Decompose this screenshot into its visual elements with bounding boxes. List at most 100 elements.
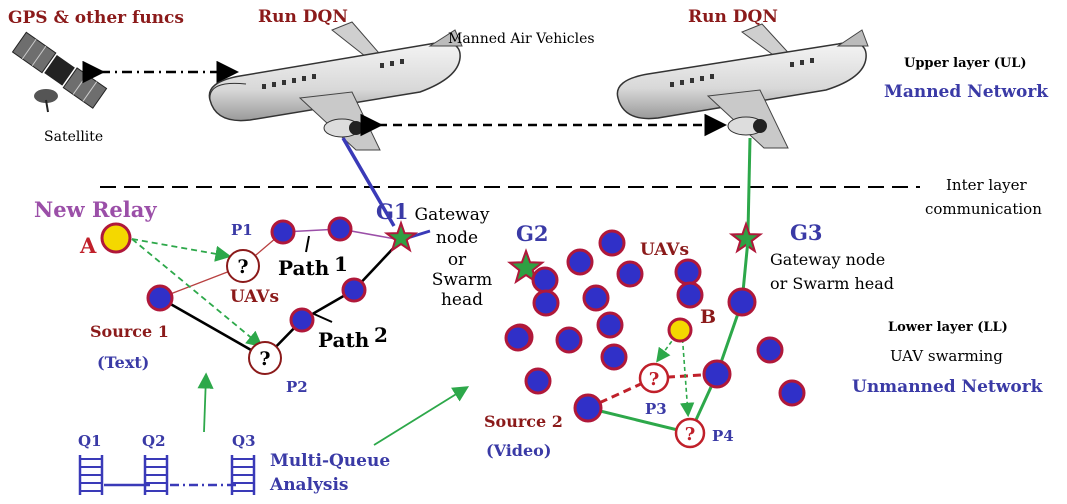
swarm-uav-node: [756, 336, 784, 364]
path-2-number: 2: [374, 323, 388, 347]
queue-stack-icon: [230, 455, 256, 495]
p3-candidate-node: [638, 362, 670, 394]
lower-layer-label: Lower layer (LL): [888, 320, 1008, 335]
run-dqn-left-label: Run DQN: [258, 7, 348, 27]
gateway-mid-line-5: head: [441, 290, 483, 310]
p3-question-mark: ?: [649, 369, 660, 390]
uav-node: [289, 307, 315, 333]
q3-label: Q3: [232, 432, 256, 450]
run-dqn-right-label: Run DQN: [688, 7, 778, 27]
p2-question-mark: ?: [259, 348, 270, 370]
swarm-uav-node: [531, 266, 559, 294]
relay-b-label: B: [700, 306, 716, 328]
unmanned-network-label: Unmanned Network: [852, 377, 1044, 397]
queue-stack-icon: [78, 455, 104, 495]
swarm-uav-node: [616, 260, 644, 288]
swarm-uav-node: [596, 311, 624, 339]
relay-arrow-p2: [131, 238, 263, 348]
uav-node: [727, 287, 757, 317]
p3-label: P3: [645, 400, 667, 418]
manned-network-label: Manned Network: [884, 82, 1049, 102]
p1-label: P1: [231, 221, 253, 239]
right-airplane-icon: [616, 23, 869, 149]
uavs-right-label: UAVs: [640, 240, 689, 260]
satellite-label: Satellite: [44, 129, 103, 145]
satellite-icon: [11, 31, 108, 113]
swarm-uav-node: [598, 229, 626, 257]
swarm-uav-node: [778, 379, 806, 407]
uavs-left-label: UAVs: [230, 287, 279, 307]
g1-uplink: [341, 137, 396, 227]
swarm-uav-node: [676, 281, 704, 309]
new-relay-label: New Relay: [34, 197, 157, 222]
inter-layer-label-1: Inter layer: [946, 176, 1028, 194]
multi-queue-label-1: Multi-Queue: [270, 451, 390, 471]
multi-queue-icon: [78, 455, 256, 495]
uav-swarming-label: UAV swarming: [890, 347, 1003, 365]
source-2-node: [573, 393, 603, 423]
gateway-right-line-2: or Swarm head: [770, 274, 894, 293]
source-1-node: [146, 284, 174, 312]
gateway-mid-line-4: Swarm: [432, 270, 493, 290]
swarm-uav-node: [582, 284, 610, 312]
q1-label: Q1: [78, 432, 102, 450]
swarm-uav-node: [532, 289, 560, 317]
source-1-type: (Text): [97, 353, 149, 372]
swarm-uav-node: [524, 367, 552, 395]
swarm-uav-node: [674, 258, 702, 286]
swarm-uav-node: [555, 326, 583, 354]
left-airplane-icon: [208, 21, 463, 151]
g1-label: G1: [376, 199, 409, 224]
swarm-uav-node: [504, 324, 532, 352]
relay-b-arrow-p3: [656, 329, 681, 363]
uav-node: [702, 359, 732, 389]
path-1-label: Path: [278, 256, 330, 280]
swarm-uav-node: [600, 343, 628, 371]
source-2-type: (Video): [486, 441, 551, 460]
path-2-tick: [313, 313, 333, 323]
uav-swarm: [504, 229, 806, 407]
p4-label: P4: [712, 427, 734, 445]
analysis-arrow-right: [373, 386, 470, 446]
path-1-number: 1: [334, 252, 348, 276]
g3-label: G3: [790, 220, 823, 245]
gateway-mid-line-2: node: [436, 228, 478, 248]
uav-node: [270, 219, 296, 245]
gateway-right-line-1: Gateway node: [770, 250, 885, 269]
p2-label: P2: [286, 378, 308, 396]
relay-b-arrow-p4: [680, 331, 695, 418]
gps-label: GPS & other funcs: [8, 8, 184, 28]
path-2-label: Path: [318, 328, 370, 352]
relay-node-a: [100, 222, 132, 254]
analysis-arrow-left: [197, 372, 214, 433]
queue-stack-icon: [143, 455, 169, 495]
uav-node: [327, 216, 353, 242]
source-1-label: Source 1: [90, 322, 169, 341]
p4-candidate-node: [674, 417, 706, 449]
upper-layer-label: Upper layer (UL): [904, 56, 1027, 71]
gateway-mid-line-1: Gateway: [415, 205, 490, 225]
gateway-mid-line-3: or: [448, 250, 467, 270]
uav-node: [341, 277, 367, 303]
g2-label: G2: [516, 221, 549, 246]
q2-label: Q2: [142, 432, 166, 450]
swarm-uav-node: [566, 248, 594, 276]
manned-air-vehicles-label: Manned Air Vehicles: [448, 31, 595, 47]
p2-candidate-node: [248, 341, 282, 375]
inter-layer-label-2: communication: [925, 200, 1042, 218]
g3-gateway-star: [728, 220, 764, 254]
g2-gateway-star: [507, 248, 545, 285]
relay-arrow-p1: [131, 238, 232, 262]
relay-a-label: A: [79, 233, 97, 258]
g3-uplink: [746, 137, 752, 233]
path-1-tick: [305, 235, 310, 253]
p1-question-mark: ?: [237, 256, 248, 278]
multi-queue-label-2: Analysis: [269, 475, 349, 495]
p4-question-mark: ?: [685, 424, 696, 445]
source-2-label: Source 2: [484, 412, 563, 431]
p1-candidate-node: [226, 249, 260, 283]
relay-node-b: [667, 317, 693, 343]
g1-gateway-star: [383, 219, 419, 253]
